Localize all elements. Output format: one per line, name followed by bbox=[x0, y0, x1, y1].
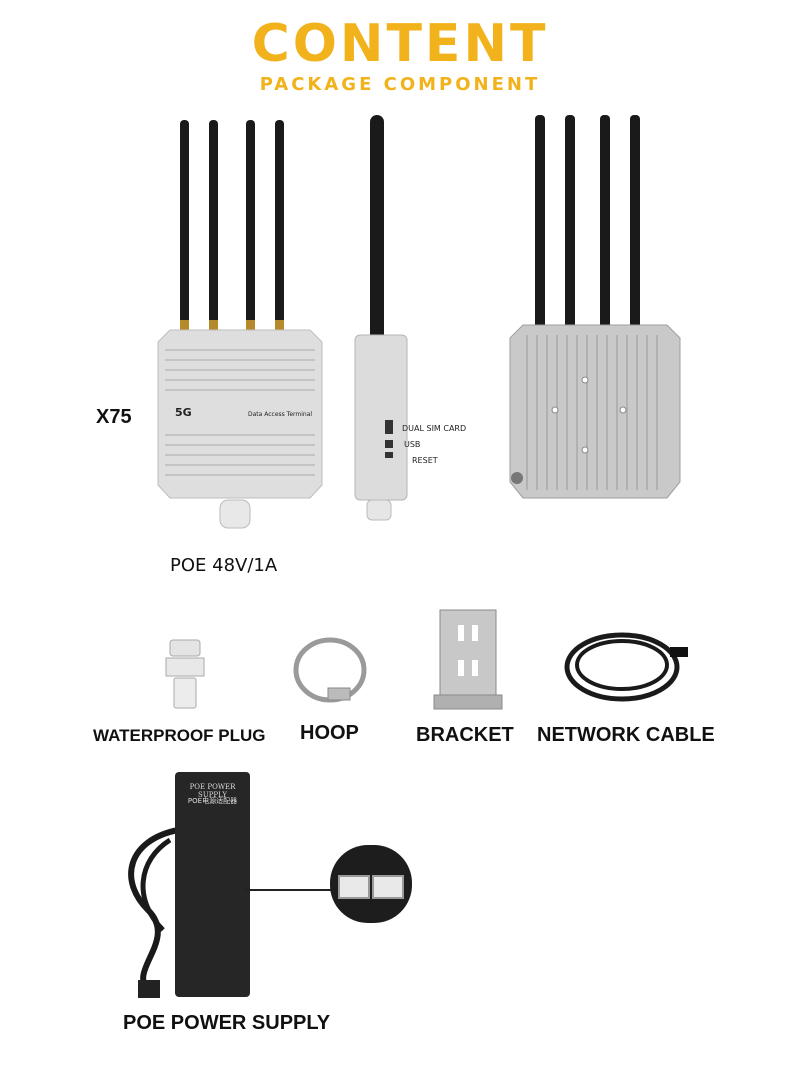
waterproof-plug-label: WATERPROOF PLUG bbox=[93, 726, 266, 745]
front-brand: 5G bbox=[175, 406, 192, 419]
power-cord-image bbox=[128, 827, 179, 998]
device-front-image bbox=[157, 120, 323, 529]
network-cable-label: NETWORK CABLE bbox=[537, 724, 715, 746]
port-usb: USB bbox=[404, 440, 421, 449]
port-reset: RESET bbox=[412, 456, 438, 465]
bracket-image bbox=[433, 609, 503, 710]
device-back-image bbox=[509, 115, 681, 499]
hoop-image bbox=[293, 637, 367, 703]
device-side-image bbox=[354, 115, 408, 521]
poe-case-title: POE POWER SUPPLY bbox=[189, 783, 236, 799]
poe-power-supply-label: POE POWER SUPPLY bbox=[123, 1012, 331, 1034]
poe-case-subtitle: POE电源适配器 bbox=[187, 797, 238, 805]
bracket-label: BRACKET bbox=[416, 724, 514, 746]
waterproof-plug-image bbox=[165, 639, 205, 709]
page-subtitle: PACKAGE COMPONENT bbox=[259, 74, 541, 95]
page-title: CONTENT bbox=[251, 14, 549, 74]
poe-ports-closeup bbox=[330, 845, 412, 923]
hoop-label: HOOP bbox=[300, 722, 359, 744]
model-label: X75 bbox=[96, 406, 132, 428]
power-label: POE 48V/1A bbox=[170, 555, 278, 576]
port-dual-sim: DUAL SIM CARD bbox=[402, 424, 467, 433]
front-label: Data Access Terminal bbox=[248, 411, 313, 418]
poe-supply-case bbox=[175, 772, 250, 997]
poe-port-connector-line bbox=[245, 889, 335, 891]
network-cable-image bbox=[564, 632, 688, 702]
